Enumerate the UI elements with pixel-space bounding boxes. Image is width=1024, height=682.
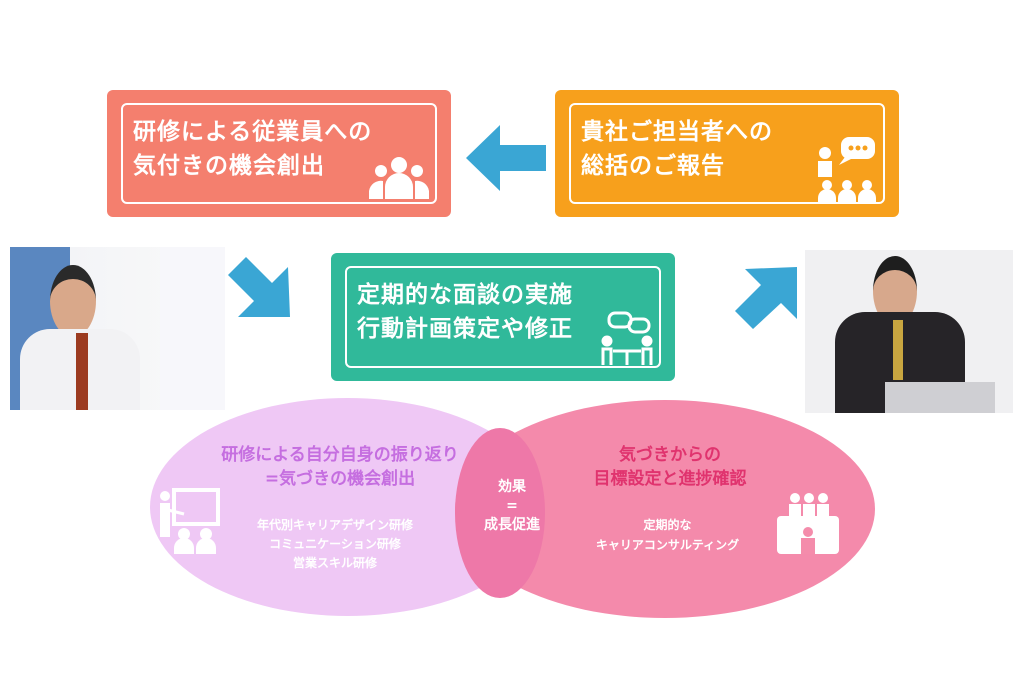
presenter-audience-icon bbox=[818, 137, 876, 203]
tie bbox=[76, 333, 88, 410]
training-line-2: 気付きの機会創出 bbox=[133, 153, 325, 179]
arrow-left bbox=[466, 125, 546, 191]
training-line-1: 研修による従業員への bbox=[133, 119, 373, 145]
box-border bbox=[345, 266, 661, 368]
interview-line-1: 定期的な面談の実施 bbox=[357, 282, 573, 308]
report-text: 貴社ご担当者への総括のご報告 bbox=[581, 115, 773, 183]
venn-right-sub: 定期的な キャリアコンサルティング bbox=[555, 515, 780, 555]
venn-right-title-1: 気づきからの bbox=[619, 445, 721, 465]
consultant-photo bbox=[805, 250, 1013, 413]
venn-left-item: 営業スキル研修 bbox=[292, 556, 377, 570]
center-line-3: 成長促進 bbox=[484, 517, 540, 533]
venn-left-item: コミュニケーション研修 bbox=[269, 537, 401, 551]
training-text: 研修による従業員への気付きの機会創出 bbox=[133, 115, 372, 183]
training-box: 研修による従業員への気付きの機会創出 bbox=[107, 90, 451, 217]
venn-right-sub-1: 定期的な bbox=[643, 518, 692, 532]
interview-text: 定期的な面談の実施行動計画策定や修正 bbox=[357, 278, 573, 346]
whiteboard bbox=[160, 247, 225, 410]
venn-left-title: 研修による自分自身の振り返り =気づきの機会創出 bbox=[160, 443, 520, 491]
report-line-2: 総括のご報告 bbox=[581, 153, 725, 179]
venn-right-title-2: 目標設定と進捗確認 bbox=[593, 469, 747, 489]
tie bbox=[893, 320, 903, 380]
venn-overlap bbox=[455, 428, 545, 598]
venn-left-item: 年代別キャリアデザイン研修 bbox=[256, 518, 413, 532]
interview-box: 定期的な面談の実施行動計画策定や修正 bbox=[331, 253, 675, 381]
box-border bbox=[121, 103, 437, 204]
trainer-photo bbox=[10, 247, 225, 410]
group-people-icon bbox=[369, 157, 429, 199]
venn-right-sub-2: キャリアコンサルティング bbox=[595, 538, 740, 552]
meeting-table-icon bbox=[777, 493, 839, 554]
center-line-2: = bbox=[506, 498, 518, 514]
center-line-1: 効果 bbox=[498, 479, 526, 495]
venn-left-items: 年代別キャリアデザイン研修 コミュニケーション研修 営業スキル研修 bbox=[220, 516, 450, 573]
venn-center-text: 効果 = 成長促進 bbox=[470, 478, 554, 535]
venn-right-title: 気づきからの 目標設定と進捗確認 bbox=[555, 443, 785, 491]
arrow-up-right bbox=[735, 267, 797, 329]
interview-icon bbox=[601, 311, 653, 365]
venn-left-title-2: =気づきの機会創出 bbox=[264, 469, 416, 489]
teacher-icon bbox=[160, 488, 220, 554]
laptop bbox=[885, 382, 995, 413]
report-line-1: 貴社ご担当者への bbox=[581, 119, 773, 145]
report-box: 貴社ご担当者への総括のご報告 bbox=[555, 90, 899, 217]
person-head bbox=[50, 265, 96, 337]
interview-line-2: 行動計画策定や修正 bbox=[357, 316, 573, 342]
venn-left-title-1: 研修による自分自身の振り返り bbox=[221, 445, 459, 465]
arrow-down-right bbox=[228, 257, 290, 317]
box-border bbox=[569, 103, 885, 204]
